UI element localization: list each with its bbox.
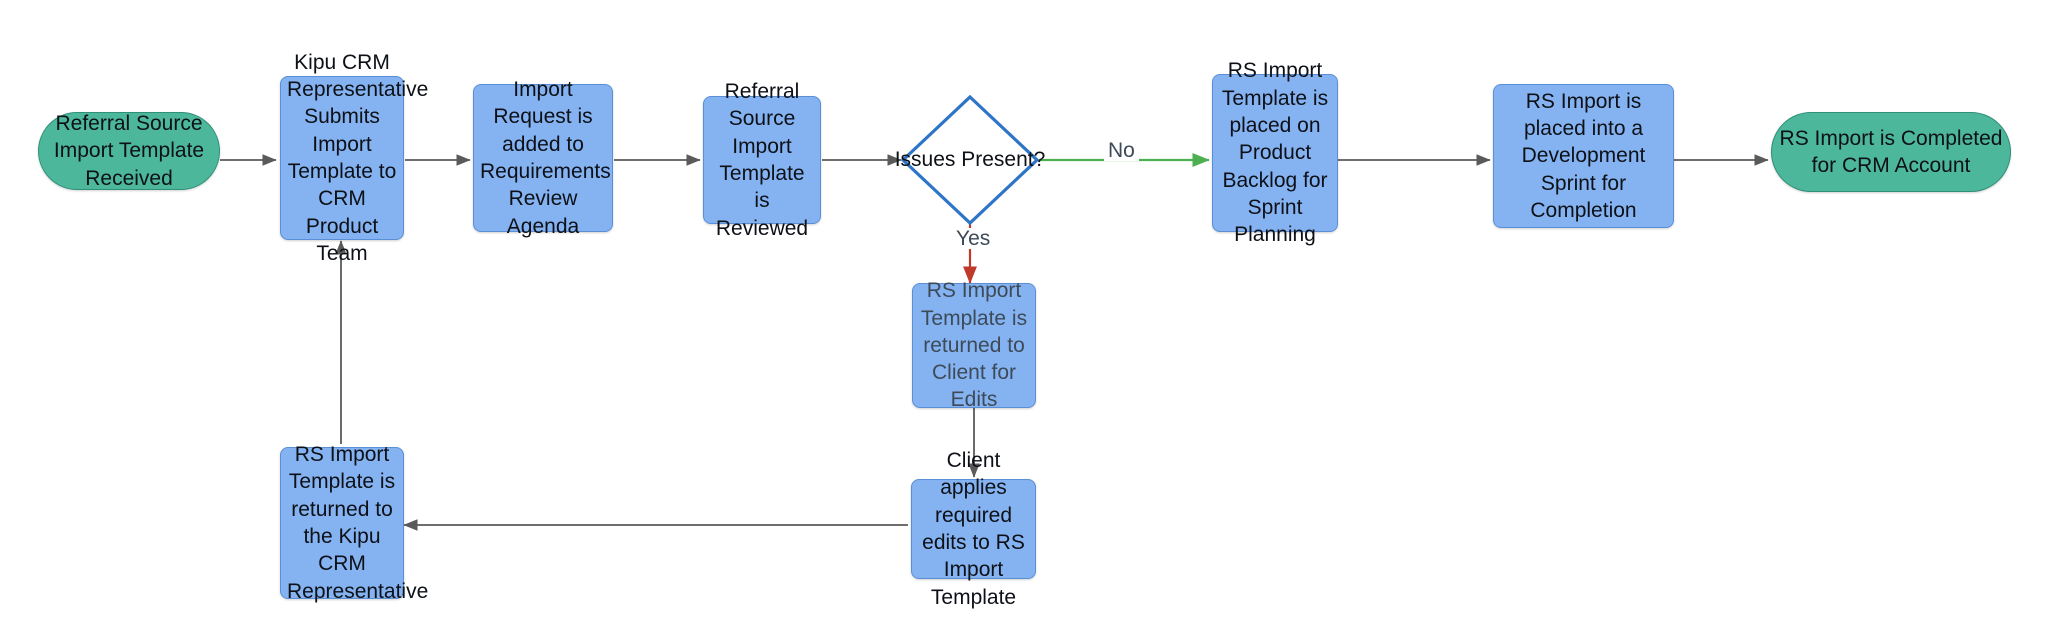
node-end-label: RS Import is Completed for CRM Account — [1779, 126, 2003, 177]
node-product-backlog[interactable]: RS Import Template is placed on Product … — [1212, 59, 1338, 246]
node-returnkipu-label: RS Import Template is returned to the Ki… — [287, 443, 429, 603]
node-added-to-agenda[interactable]: Import Request is added to Requirements … — [473, 78, 613, 238]
node-submit-to-product-team[interactable]: Kipu CRM Representative Submits Import T… — [280, 51, 428, 265]
node-issues-label: Issues Present? — [894, 147, 1046, 171]
edge-label-no: No — [1104, 140, 1139, 161]
node-agenda-label: Import Request is added to Requirements … — [480, 78, 611, 238]
node-returnclient-label: RS Import Template is returned to Client… — [920, 279, 1028, 412]
node-returned-to-client[interactable]: RS Import Template is returned to Client… — [912, 279, 1036, 411]
edge-label-yes: Yes — [952, 228, 995, 249]
node-backlog-label: RS Import Template is placed on Product … — [1221, 59, 1329, 247]
node-sprint-label: RS Import is placed into a Development S… — [1521, 89, 1646, 222]
node-start-label: Referral Source Import Template Received — [53, 112, 205, 190]
node-development-sprint[interactable]: RS Import is placed into a Development S… — [1493, 84, 1674, 228]
node-start[interactable]: Referral Source Import Template Received — [38, 112, 220, 190]
node-clientedits-label: Client applies required edits to RS Impo… — [922, 449, 1025, 609]
node-returned-to-kipu-rep[interactable]: RS Import Template is returned to the Ki… — [280, 443, 428, 603]
node-client-applies-edits[interactable]: Client applies required edits to RS Impo… — [911, 449, 1036, 609]
node-issues-present-decision[interactable]: Issues Present? — [895, 97, 1046, 223]
node-submit-label: Kipu CRM Representative Submits Import T… — [287, 50, 429, 265]
node-reviewed-label: Referral Source Import Template is Revie… — [715, 80, 809, 240]
node-end[interactable]: RS Import is Completed for CRM Account — [1771, 112, 2011, 192]
node-template-reviewed[interactable]: Referral Source Import Template is Revie… — [703, 80, 821, 240]
